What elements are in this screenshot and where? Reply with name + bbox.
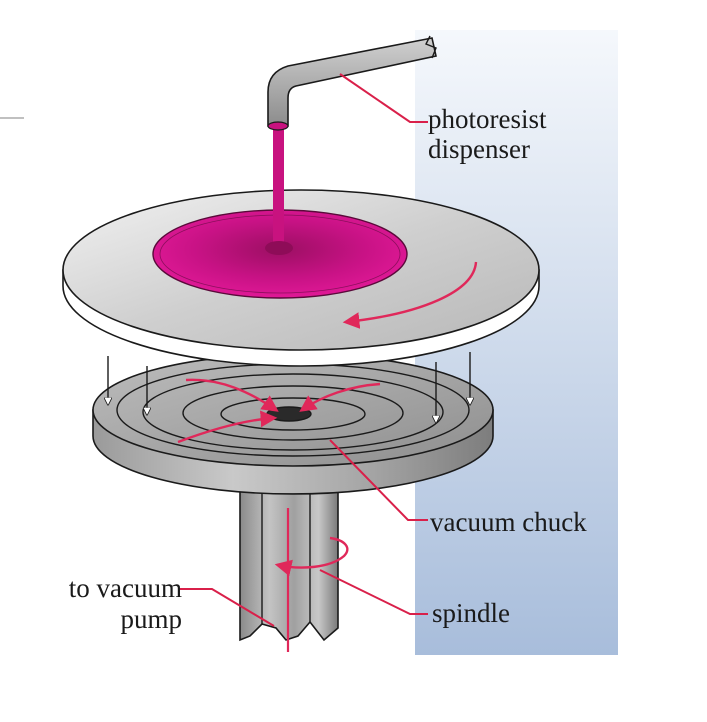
pump-label-line2: pump	[120, 604, 182, 634]
lowering-arrows	[108, 352, 470, 422]
spindle-label: spindle	[432, 598, 510, 628]
resist-stream	[273, 122, 284, 252]
dispenser-label-line2: dispenser	[428, 134, 530, 164]
pump-label-line1: to vacuum	[69, 573, 182, 603]
pump-leader	[180, 588, 275, 627]
photoresist-dispenser	[265, 35, 437, 255]
vacuum-chuck	[92, 353, 494, 521]
dispenser-label-line1: photoresist	[428, 104, 547, 134]
spindle-leader	[319, 569, 428, 615]
vacuum-chuck-label: vacuum chuck	[430, 507, 587, 537]
wafer	[62, 189, 540, 367]
spindle	[239, 469, 349, 652]
